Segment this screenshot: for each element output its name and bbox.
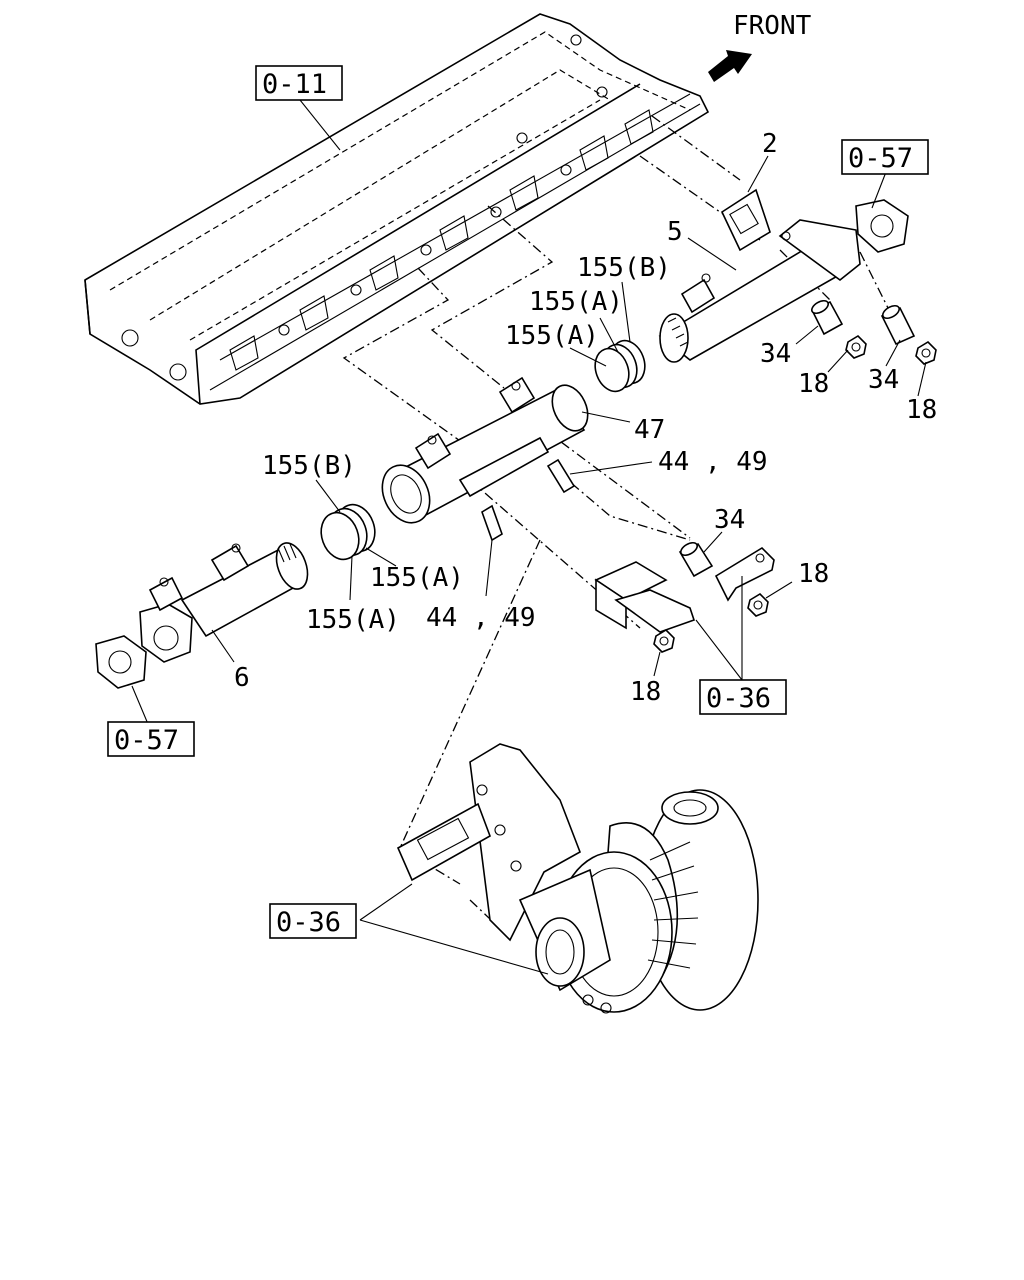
leader-2 — [747, 155, 769, 193]
bracket-assembly-drawing — [594, 546, 775, 633]
leader-18-c — [765, 581, 793, 599]
leader-155b-left — [315, 479, 341, 513]
cylinder-head-drawing — [84, 13, 710, 405]
leader-0-36-left — [359, 883, 549, 975]
ref-box-0-57-left — [107, 721, 195, 757]
leader-155b-top — [621, 281, 631, 343]
turbo-gasket-drawing — [396, 802, 491, 882]
leader-5 — [687, 237, 737, 271]
leader-44-49-b — [485, 539, 493, 597]
leader-47 — [581, 411, 631, 423]
centerline-h — [555, 469, 691, 541]
centerline-j — [399, 539, 541, 885]
callout-6: 6 — [234, 663, 250, 693]
pipe-5-drawing — [658, 219, 861, 363]
leader-18-b — [917, 361, 927, 397]
callout-155a-left1: 155(A) — [370, 563, 464, 593]
callout-44-49-a: 44 , 49 — [658, 447, 768, 477]
stud-44-49-b-drawing — [481, 504, 503, 542]
callout-44-49-b: 44 , 49 — [426, 603, 536, 633]
sleeve-34-a-drawing — [810, 299, 844, 336]
centerline-d — [651, 115, 741, 181]
callout-155a-top2: 155(A) — [505, 321, 599, 351]
centerline-f — [859, 251, 891, 313]
ref-0-36-left: 0-36 — [276, 907, 341, 938]
seal-rings-top-drawing — [594, 339, 646, 393]
turbocharger-drawing — [469, 743, 759, 1014]
callout-5: 5 — [667, 217, 683, 247]
callout-155a-top1: 155(A) — [529, 287, 623, 317]
callout-18-d: 18 — [630, 677, 661, 707]
callout-34-a: 34 — [760, 339, 791, 369]
leader-34-b — [885, 339, 901, 367]
ref-0-11: 0-11 — [262, 69, 327, 100]
leader-155a-left2 — [349, 555, 353, 601]
leader-155a-left1 — [365, 547, 397, 567]
ref-box-0-36-right — [699, 679, 787, 715]
callout-18-c: 18 — [798, 559, 829, 589]
nut-18-b-drawing — [915, 340, 937, 365]
leader-44-49-a — [569, 461, 653, 475]
gasket-2-drawing — [720, 188, 771, 252]
front-arrow-icon — [708, 50, 752, 82]
callout-155b-top: 155(B) — [577, 253, 671, 283]
ref-0-36-right: 0-36 — [706, 683, 771, 714]
callout-18-b: 18 — [906, 395, 937, 425]
ref-box-0-36-left — [269, 903, 357, 939]
ref-0-57-right: 0-57 — [848, 143, 913, 174]
nut-18-d-drawing — [653, 628, 675, 653]
leader-6 — [211, 629, 235, 663]
leader-155a-top2 — [569, 347, 607, 367]
pipe-6-drawing — [139, 542, 309, 663]
centerline-b — [342, 267, 471, 449]
ref-box-0-11 — [255, 65, 343, 101]
leader-0-57-left — [131, 685, 149, 725]
callout-34-b: 34 — [868, 365, 899, 395]
callout-155a-left2: 155(A) — [306, 605, 400, 635]
ref-box-0-57-right — [841, 139, 929, 175]
callout-2: 2 — [762, 129, 778, 159]
callout-18-a: 18 — [798, 369, 829, 399]
leader-34-c — [703, 531, 723, 553]
sleeve-34-c-drawing — [678, 541, 714, 578]
leader-155a-top1 — [599, 317, 619, 353]
seal-rings-left-drawing — [320, 503, 376, 561]
stud-44-49-a-drawing — [546, 458, 576, 494]
leader-34-a — [795, 325, 819, 345]
leader-0-11 — [299, 99, 341, 151]
ref-0-57-left: 0-57 — [114, 725, 179, 756]
leader-18-d — [653, 651, 661, 677]
gasket-0-57-left-drawing — [95, 635, 147, 689]
centerline-a — [430, 205, 554, 389]
sleeve-34-b-drawing — [880, 304, 916, 346]
center-pipe-47-drawing — [381, 376, 589, 524]
nut-18-c-drawing — [747, 592, 769, 617]
front-label: FRONT — [733, 11, 812, 41]
callout-34-c: 34 — [714, 505, 745, 535]
callout-47: 47 — [634, 415, 665, 445]
leader-18-a — [827, 349, 849, 373]
leader-0-57-right — [871, 171, 887, 209]
gasket-0-57-right-drawing — [855, 199, 909, 253]
callout-155b-left: 155(B) — [262, 451, 356, 481]
leader-0-36-right — [695, 576, 743, 681]
nut-18-a-drawing — [845, 334, 867, 359]
